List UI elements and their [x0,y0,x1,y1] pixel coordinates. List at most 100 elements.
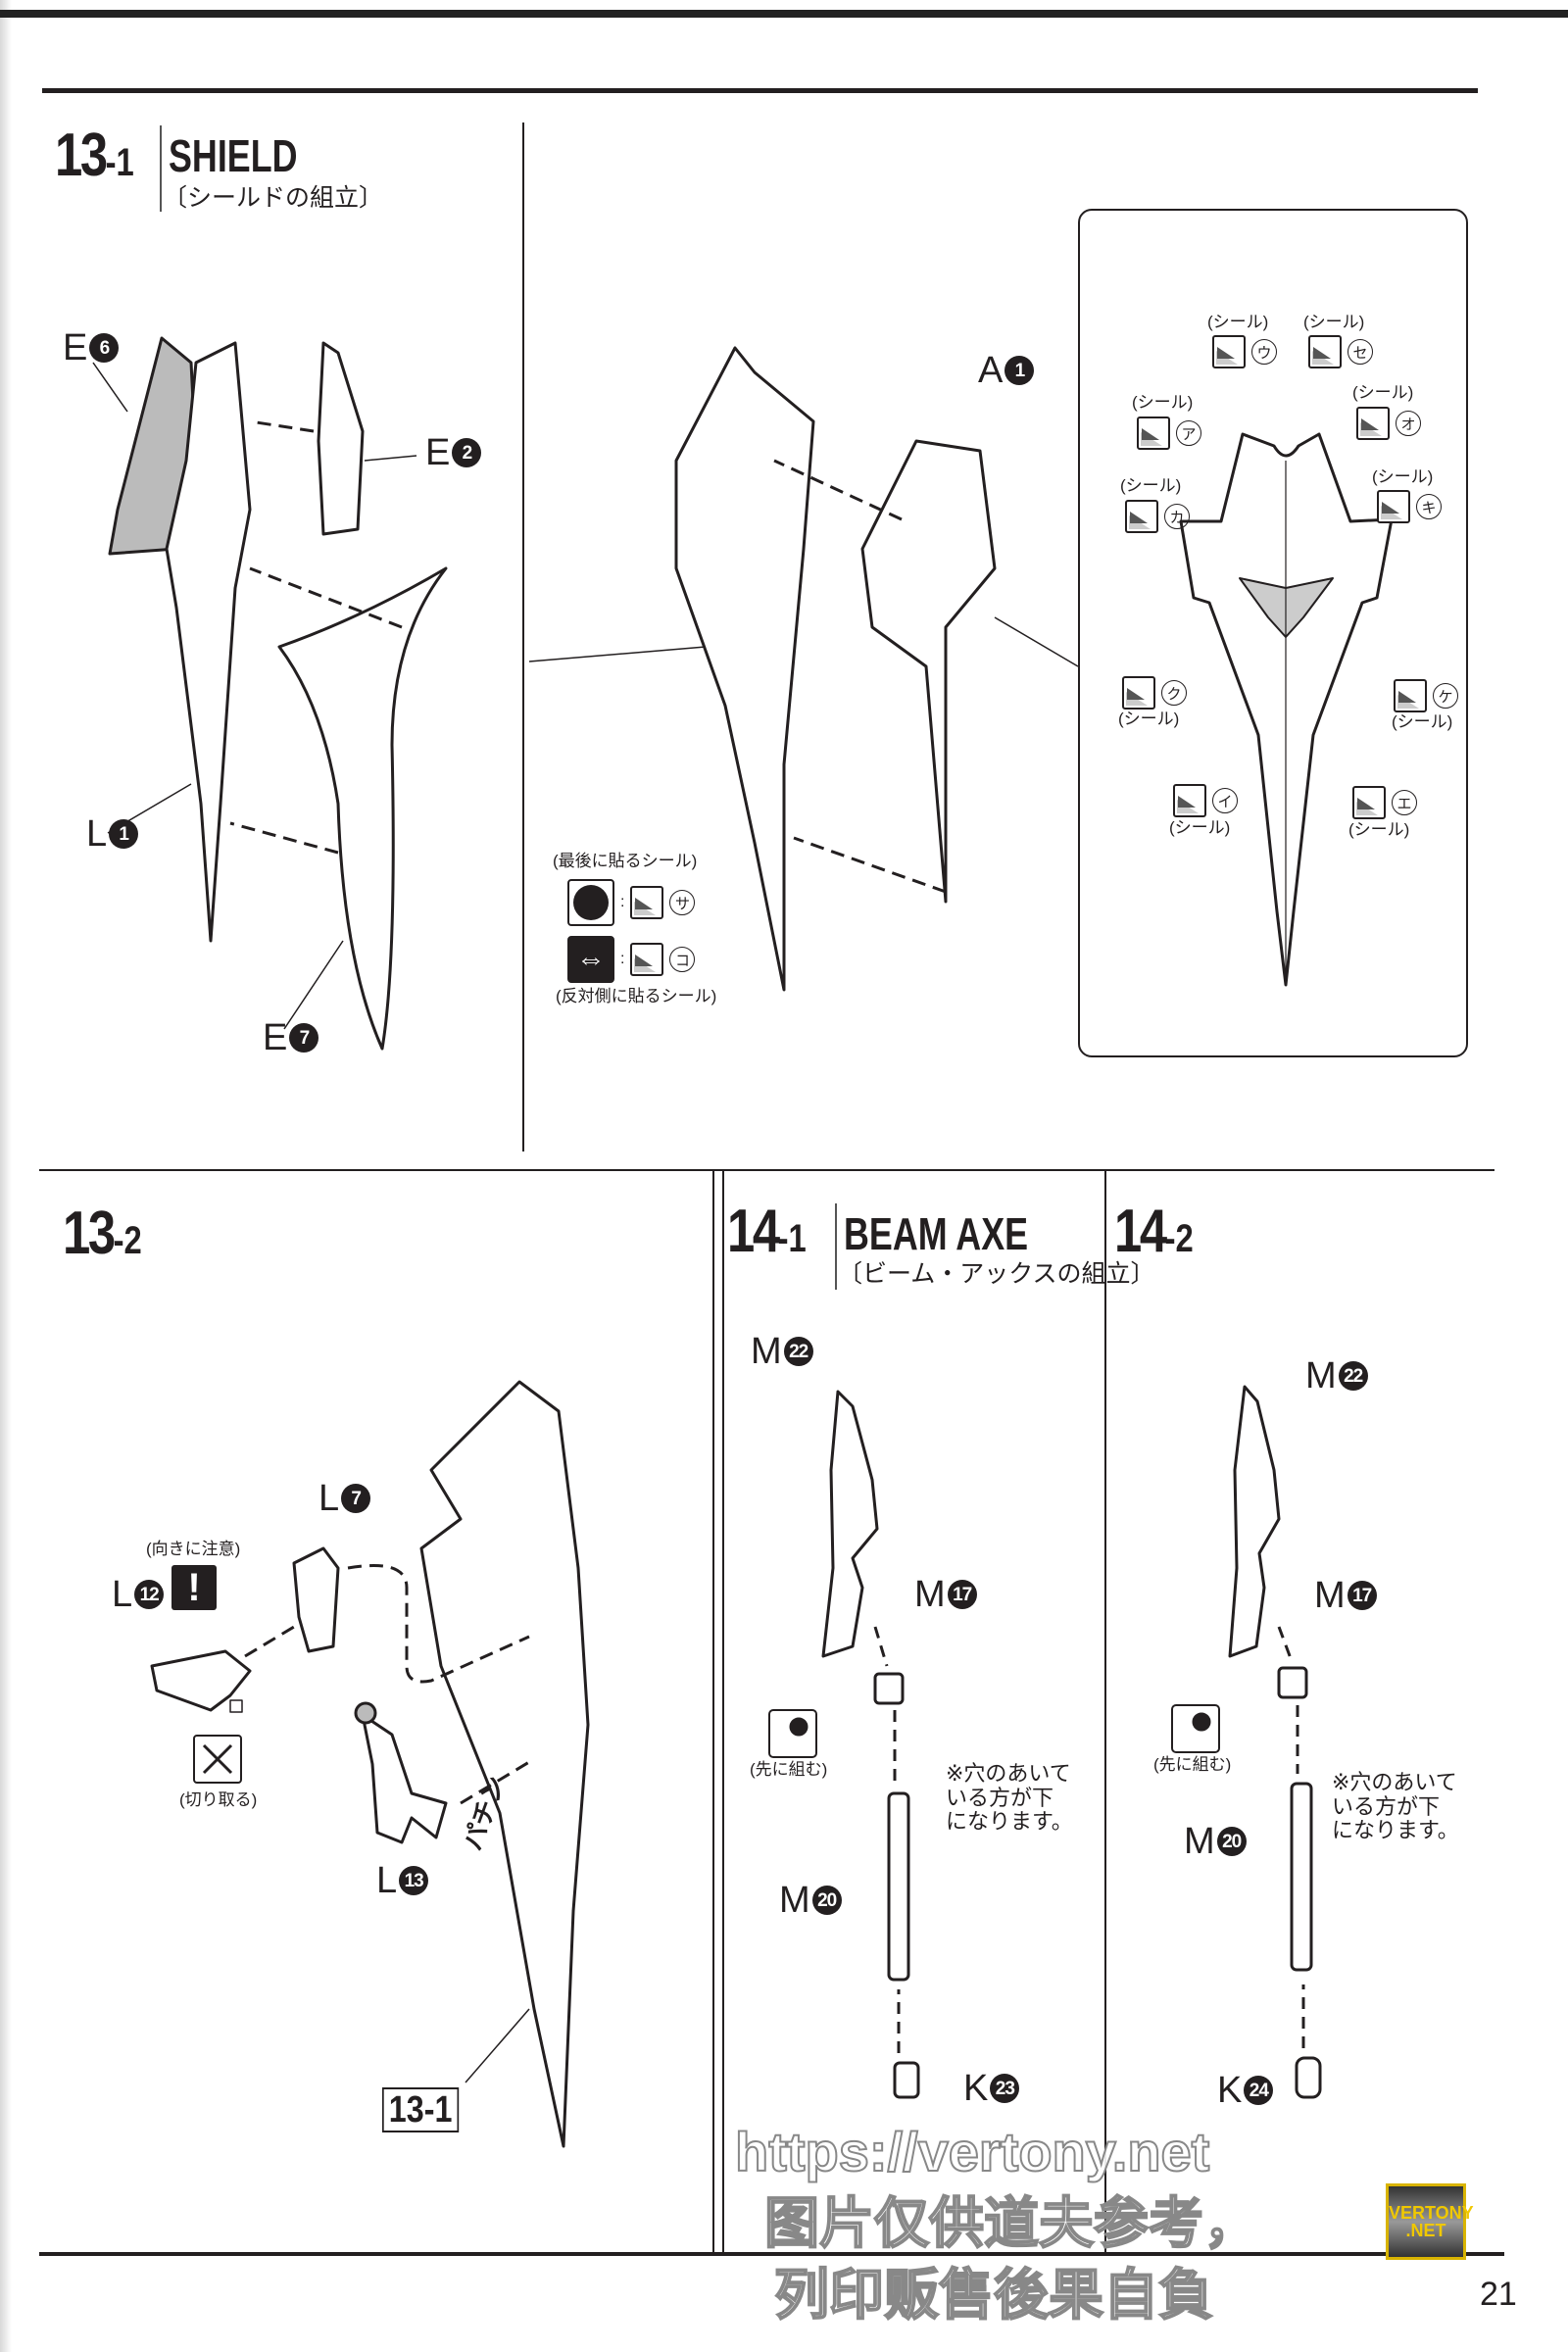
step-14-2-number: 14-2 [1114,1201,1194,1262]
runner-letter: E [63,327,88,368]
part-m22 [821,1390,879,1658]
sticker-id: イ [1212,788,1238,813]
assemble-first-note: (先に組む) [1153,1755,1232,1774]
sticker-icon [1394,679,1427,712]
colon: : [620,951,625,967]
gate-nub [229,1699,243,1713]
runner-letter: L [376,1860,398,1901]
part-number: 7 [341,1484,371,1513]
callout-lines [528,616,1079,667]
dashed-arrow [873,1626,901,2053]
sticker-detail-box [1078,209,1468,1057]
part-l13 [361,1713,448,1844]
sticker-icon [630,943,664,976]
divider-horizontal-middle [39,1169,1494,1171]
sticker-ku: ク [1122,676,1187,710]
sticker-o: オ [1356,407,1421,440]
sticker-icon [1137,416,1170,450]
assemble-first-icon [1171,1704,1220,1753]
sticker-caption: (シール) [1169,818,1231,837]
beam-axe-14-1 [768,1390,920,2099]
top-border-bar [0,10,1568,18]
sticker-id: ウ [1251,339,1277,365]
part-e2 [317,341,365,536]
sticker-icon [1352,786,1386,819]
sticker-caption: (シール) [1207,313,1269,331]
step-substep: -1 [777,1217,807,1260]
warning-icon: ! [172,1565,217,1610]
sticker-ko-row: ⇔ : コ [567,936,696,983]
vertony-logo: VERTONY .NET [1386,2183,1474,2260]
cut-off-note: (切り取る) [179,1790,258,1809]
watermark-line: 图片仅供道夫参考， [763,2191,1259,2255]
dashed-arrow [244,1564,535,1805]
footer-rule [39,2252,1504,2256]
runner-letter: E [263,1017,288,1058]
step-title-beam-axe: BEAM AXE [844,1208,1029,1259]
step-substep: -2 [1164,1217,1194,1260]
last-sticker-caption: (最後に貼るシール) [553,852,698,870]
sticker-id: オ [1396,411,1421,436]
shield-13-1-left [92,336,448,1051]
sticker-id: セ [1348,339,1373,365]
shield-sticker-detail [1179,432,1394,987]
shield-assembled [419,1380,590,2148]
step-13-2-number: 13-2 [63,1203,142,1264]
divider-vertical-top [522,122,524,1152]
sticker-sa-row: : サ [567,879,696,926]
beam-axe-14-2 [1171,1385,1322,2099]
sticker-id: コ [669,947,696,972]
runner-letter: A [978,350,1004,391]
logo-text: VERTONY [1389,2203,1474,2223]
sticker-caption: (シール) [1132,393,1194,412]
watermark-line: 列印贩售後果自負 [773,2263,1214,2327]
reference-step-box: 13-1 [382,2087,460,2132]
shield-body [674,346,815,992]
runner-letter: L [318,1478,340,1519]
opposite-sticker-caption: (反対側に貼るシール) [556,987,717,1005]
sticker-id: ア [1176,420,1201,446]
title-divider [835,1203,837,1290]
runner-letter: K [963,2068,989,2109]
part-number: 24 [1244,2076,1274,2105]
part-k24 [1295,2056,1322,2099]
sticker-icon [630,886,664,919]
step-13-1-number: 13-1 [55,125,134,186]
part-l12 [150,1649,252,1712]
sticker-se: セ [1308,335,1373,368]
sticker-icon [1122,676,1155,710]
apply-last-icon [567,879,614,926]
sticker-u: ウ [1212,335,1277,368]
dashed-arrow [229,419,403,855]
opposite-side-icon: ⇔ [567,936,614,983]
step-substep: -2 [113,1219,142,1262]
scan-edge-shadow [0,0,12,2352]
part-number: 20 [811,1886,842,1915]
divider-vertical-bottom-1b [722,1171,724,2252]
runner-letter: M [1305,1355,1337,1396]
part-number: 20 [1216,1827,1247,1856]
part-number: 7 [289,1023,319,1053]
part-m22 [1228,1385,1281,1658]
logo-text: .NET [1405,2221,1446,2240]
sticker-icon [1173,784,1206,817]
sticker-icon [1212,335,1246,368]
sticker-id: ク [1161,680,1187,706]
sticker-icon [1377,490,1410,523]
sticker-i: イ [1173,784,1238,817]
part-m20 [887,1791,910,1982]
step-number: 13 [55,122,108,189]
part-m17 [873,1672,905,1705]
runner-letter: M [779,1880,810,1921]
orientation-note: (向きに注意) [146,1540,241,1558]
runner-letter: M [1314,1575,1346,1616]
